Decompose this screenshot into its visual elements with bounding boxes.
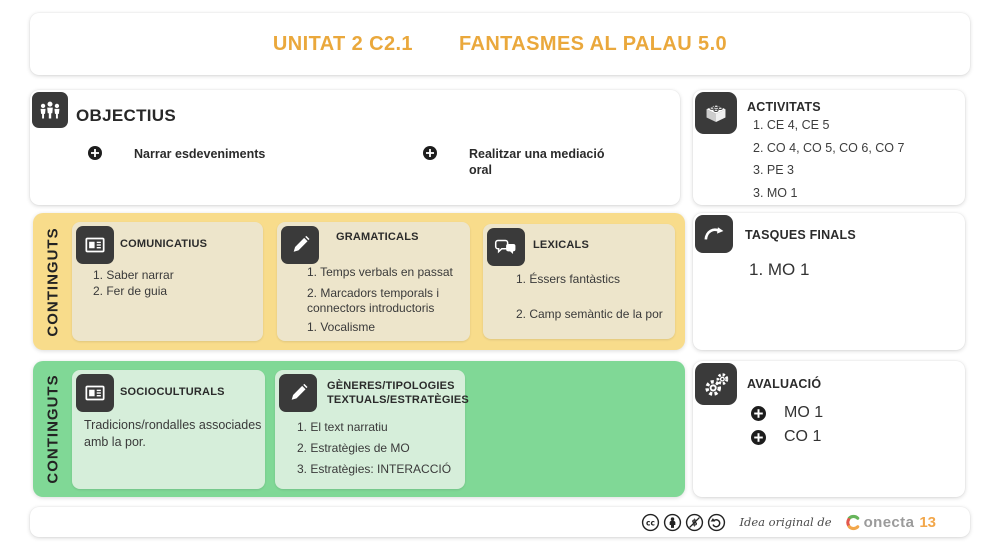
activitat-item: 2. CO 4, CO 5, CO 6, CO 7 [753, 140, 905, 155]
lexicals-item: 2. Camp semàntic de la por [516, 307, 663, 321]
cc-icon: cc [641, 513, 660, 532]
newspaper-icon [76, 374, 114, 412]
socioculturals-item: Tradicions/rondalles associades amb la p… [84, 418, 262, 449]
tasques-finals-card: TASQUES FINALS 1. MO 1 [693, 213, 965, 350]
generes-heading: GÈNERES/TIPOLOGIES TEXTUALS/ESTRATÈGIES [327, 380, 469, 406]
plus-circle-icon [751, 405, 766, 421]
unit-title: FANTASMES AL PALAU 5.0 [458, 32, 728, 55]
continguts-linguistics-band: CONTINGUTS COMUNICATIUS 1. Saber narrar … [33, 213, 685, 350]
svg-text:$: $ [692, 518, 698, 528]
generes-item: 2. Estratègies de MO [297, 441, 410, 455]
lexicals-card: LEXICALS 1. Éssers fantàstics 2. Camp se… [483, 224, 675, 339]
avaluacio-heading: AVALUACIÓ [747, 377, 822, 391]
avaluacio-label: CO 1 [784, 428, 822, 445]
brand-number: 13 [919, 513, 936, 531]
gramaticals-item: 1. Vocalisme [307, 320, 376, 334]
continguts-vertical-label: CONTINGUTS [44, 226, 62, 337]
plus-circle-icon [751, 429, 766, 445]
cc-sa-icon [707, 513, 726, 532]
tasca-final-item: 1. MO 1 [749, 260, 810, 279]
activitats-list: 1. CE 4, CE 5 2. CO 4, CO 5, CO 6, CO 7 … [753, 117, 904, 207]
credit-text: Idea original de [739, 515, 832, 529]
objectius-heading: OBJECTIUS [76, 106, 176, 125]
comunicatius-card: COMUNICATIUS 1. Saber narrar 2. Fer de g… [72, 222, 263, 341]
gears-icon [695, 363, 737, 405]
lexicals-item: 1. Éssers fantàstics [516, 272, 621, 286]
continguts-vertical-label: CONTINGUTS [44, 374, 62, 484]
activitat-item: 3. MO 1 [753, 185, 798, 200]
plus-circle-icon [88, 146, 102, 160]
activitat-item: 1. CE 4, CE 5 [753, 118, 830, 132]
activitats-heading: ACTIVITATS [747, 100, 821, 114]
gramaticals-item: 2. Marcadors temporals i connectors intr… [307, 286, 440, 315]
cc-nc-icon: $ [685, 513, 704, 532]
continguts-socioculturals-band: CONTINGUTS SOCIOCULTURALS Tradicions/ron… [33, 361, 685, 497]
gramaticals-card: GRAMATICALS 1. Temps verbals en passat 2… [277, 222, 470, 341]
footer-bar: cc $ [30, 507, 970, 537]
conecta13-logo[interactable]: onecta 13 [845, 514, 936, 531]
comunicatius-item: 1. Saber narrar [93, 268, 174, 282]
curved-arrow-icon [695, 215, 733, 253]
avaluacio-item: CO 1 [751, 428, 821, 446]
pencil-icon [279, 374, 317, 412]
gramaticals-item: 1. Temps verbals en passat [307, 265, 453, 279]
objectius-card: OBJECTIUS Narrar esdeveniments Realitzar… [30, 90, 680, 205]
cc-by-icon [663, 513, 682, 532]
pencil-icon [281, 226, 319, 264]
comunicatius-item: 2. Fer de guia [93, 284, 168, 298]
cc-license-badge[interactable]: cc $ [641, 513, 726, 532]
avaluacio-card: AVALUACIÓ MO 1 CO 1 [693, 361, 965, 497]
objectiu-item: Narrar esdeveniments [88, 146, 304, 162]
plus-circle-icon [423, 146, 437, 160]
people-icon [32, 92, 68, 128]
generes-tipologies-card: GÈNERES/TIPOLOGIES TEXTUALS/ESTRATÈGIES … [275, 370, 469, 489]
socioculturals-heading: SOCIOCULTURALS [120, 386, 225, 398]
title-bar: UNITAT 2 C2.1 FANTASMES AL PALAU 5.0 [30, 13, 970, 75]
activitats-card: ACTIVITATS 1. CE 4, CE 5 2. CO 4, CO 5, … [693, 90, 965, 205]
brand-text: onecta [863, 513, 915, 531]
newspaper-icon [76, 226, 114, 264]
socioculturals-card: SOCIOCULTURALS Tradicions/rondalles asso… [72, 370, 265, 489]
generes-item: 3. Estratègies: INTERACCIÓ [297, 462, 452, 476]
objectiu-label: Narrar esdeveniments [134, 147, 266, 161]
unit-code: UNITAT 2 C2.1 [272, 32, 413, 55]
gramaticals-heading: GRAMATICALS [336, 231, 419, 243]
speech-bubbles-icon [487, 228, 525, 266]
activitat-item: 3. PE 3 [753, 163, 794, 177]
objectiu-item: Realitzar una mediació oral [423, 146, 619, 178]
tasques-finals-heading: TASQUES FINALS [745, 228, 856, 242]
lexicals-heading: LEXICALS [533, 239, 589, 251]
conecta-c-icon [845, 514, 862, 531]
avaluacio-item: MO 1 [751, 404, 823, 422]
comunicatius-heading: COMUNICATIUS [120, 238, 208, 250]
generes-item: 1. El text narratiu [297, 420, 388, 434]
lego-brick-icon [695, 92, 737, 134]
svg-text:cc: cc [646, 518, 655, 527]
avaluacio-label: MO 1 [784, 404, 824, 421]
objectiu-label: Realitzar una mediació oral [469, 147, 605, 177]
